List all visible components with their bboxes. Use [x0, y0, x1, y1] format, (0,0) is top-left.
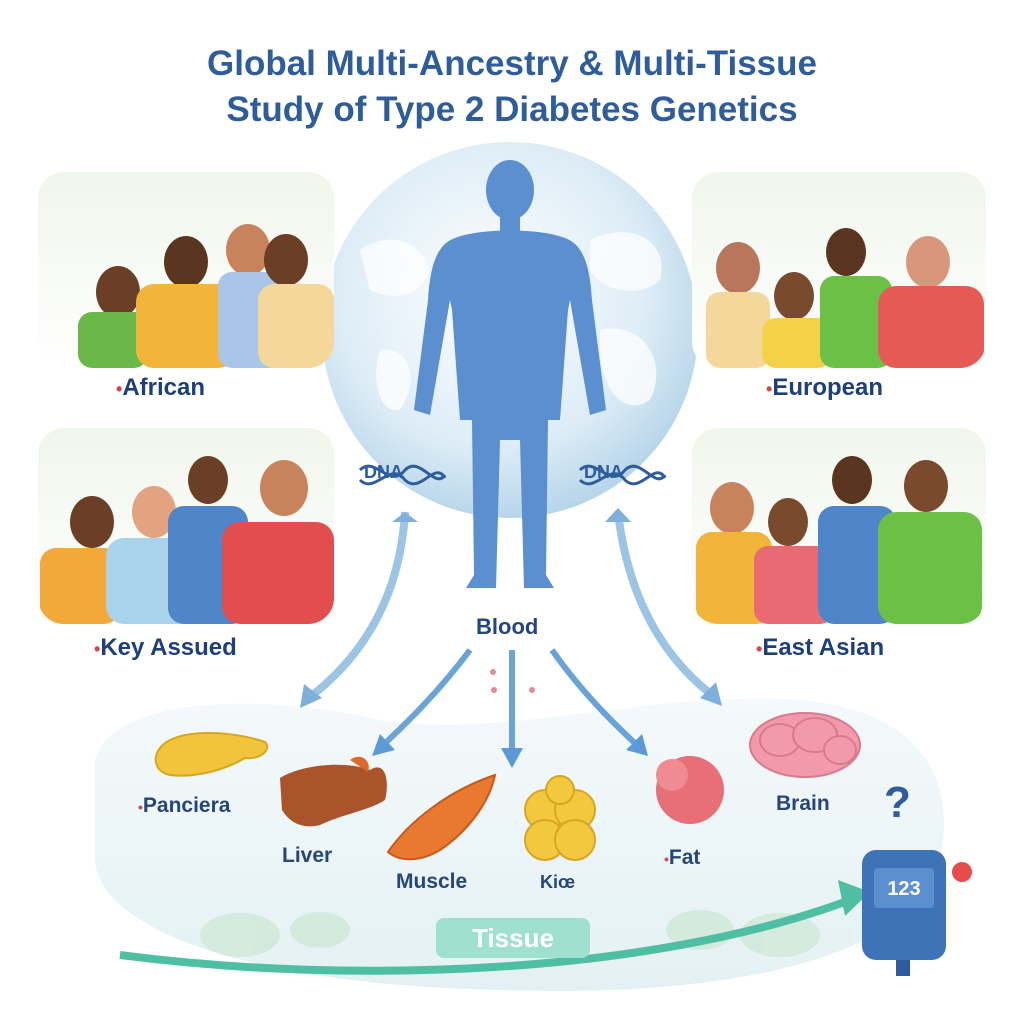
- title-line-2: Study of Type 2 Diabetes Genetics: [226, 90, 798, 129]
- kidney-icon: [524, 775, 596, 861]
- arrowhead-left: [300, 684, 322, 708]
- ancestry-label-east-asian: •East Asian: [756, 634, 885, 661]
- organ-label-kidney: Kiœ: [540, 872, 575, 892]
- muscle-icon: [386, 773, 497, 861]
- people-group-african: [78, 224, 334, 368]
- title-line-1: Global Multi-Ancestry & Multi-Tissue: [207, 44, 817, 83]
- ancestry-panel-european: [692, 172, 986, 368]
- arrow-dna-right-to-brain: [614, 511, 719, 702]
- pancreas-icon: [154, 731, 269, 777]
- arrowhead-fat: [626, 734, 648, 756]
- arrow-dna-up-right: [605, 508, 631, 522]
- ancestry-label-key-assued: •Key Assued: [94, 634, 237, 661]
- organ-label-brain: Brain: [776, 792, 830, 815]
- dna-left-icon: [358, 464, 447, 486]
- ancestry-panel-east-asian: [692, 428, 986, 624]
- liver-icon: [280, 756, 387, 827]
- arrowhead-kidney: [501, 748, 523, 768]
- question-mark-icon: ?: [884, 778, 911, 827]
- blood-label: Blood: [476, 614, 539, 639]
- dna-right-icon: [578, 464, 667, 486]
- dna-right-label: DNA: [584, 462, 623, 482]
- tissue-flow-arrow: [119, 896, 852, 975]
- organ-label-liver: Liver: [282, 844, 333, 867]
- arrow-dna-up-left: [392, 512, 418, 522]
- dna-left-label: DNA: [364, 462, 403, 482]
- human-body: [414, 160, 606, 588]
- arrowhead-liver: [372, 734, 395, 756]
- glucose-meter-icon: [862, 850, 972, 976]
- ancestry-label-european: •European: [766, 374, 883, 401]
- fat-icon: [656, 756, 724, 824]
- people-group-european: [706, 228, 984, 368]
- brain-icon: [749, 712, 861, 778]
- ancestry-panel-key-assued: [38, 428, 334, 624]
- globe-continents: [360, 232, 662, 411]
- ancestry-panel-african: [38, 172, 334, 368]
- blood-droplets: [490, 669, 535, 693]
- organ-label-pancreas: •Panciera: [138, 794, 231, 817]
- ancestry-label-african: •African: [116, 374, 205, 401]
- organ-label-fat: •Fat: [664, 846, 701, 869]
- blood-arrows: [377, 648, 643, 755]
- glucose-meter-reading: 123: [887, 878, 921, 900]
- organ-label-muscle: Muscle: [396, 870, 468, 893]
- arrow-dna-left-to-pancreas: [303, 511, 409, 704]
- tissue-label: Tissue: [436, 918, 590, 958]
- arrowhead-right: [700, 682, 722, 706]
- people-group-key-assued: [40, 456, 334, 624]
- people-group-east-asian: [696, 456, 982, 624]
